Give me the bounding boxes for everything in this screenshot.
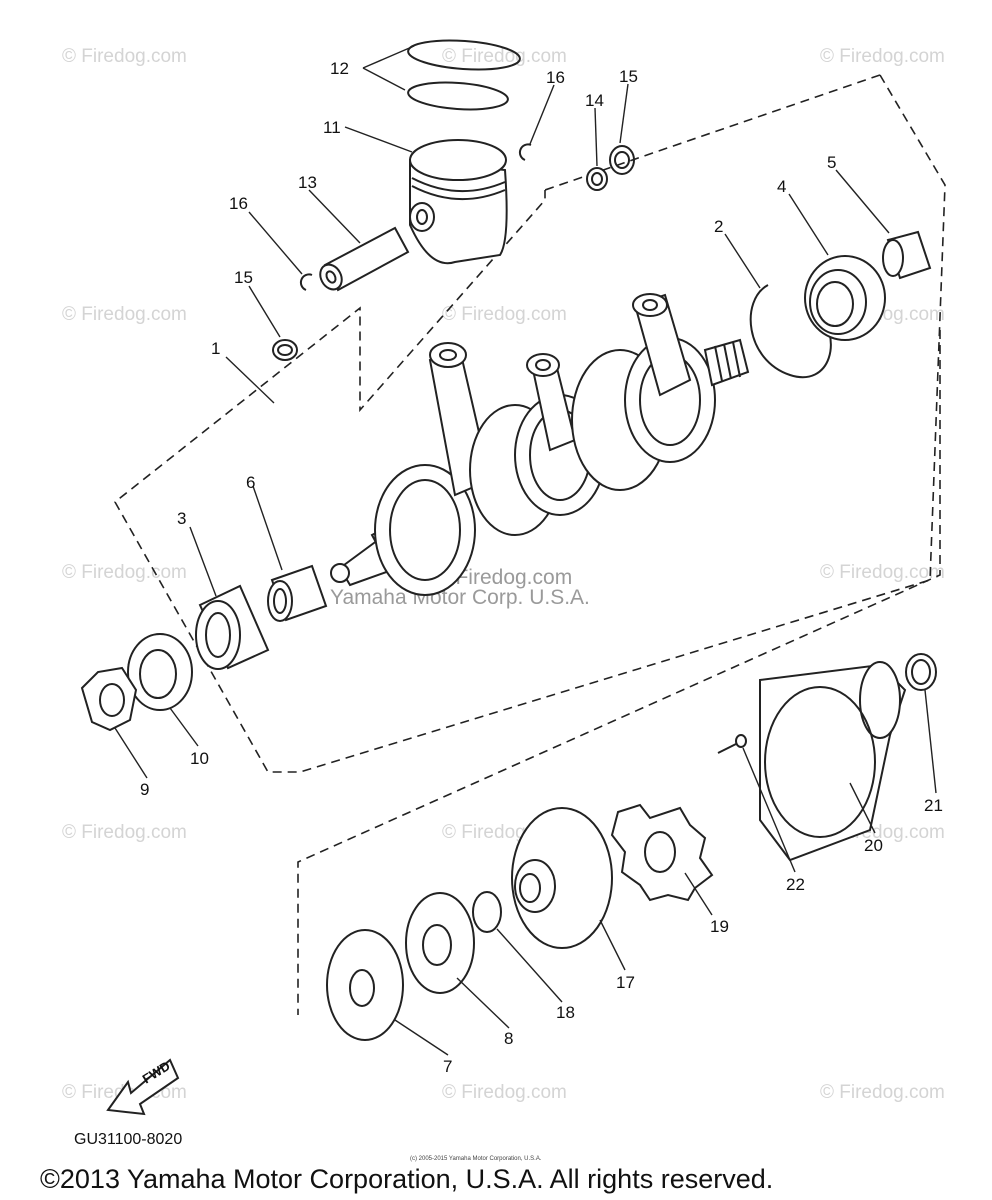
callout-2: 2 bbox=[714, 217, 723, 236]
callout-7: 7 bbox=[443, 1057, 452, 1076]
callout-16: 16 bbox=[229, 194, 248, 213]
crankshaft bbox=[330, 293, 750, 596]
watermark: © Firedog.com bbox=[820, 46, 945, 67]
assembly-outline-upper bbox=[113, 74, 946, 773]
callout-3: 3 bbox=[177, 509, 186, 528]
cover-plate bbox=[326, 929, 404, 1041]
watermark: © Firedog.com bbox=[442, 1082, 567, 1103]
callout-4: 4 bbox=[777, 177, 786, 196]
callout-15: 15 bbox=[619, 67, 638, 86]
diagram-code: GU31100-8020 bbox=[74, 1131, 182, 1148]
watermark-yamaha: Yamaha Motor Corp. U.S.A. bbox=[330, 586, 590, 609]
o-ring-lower bbox=[472, 891, 502, 933]
hub-bolt bbox=[717, 734, 747, 754]
leader-lines bbox=[114, 45, 937, 1056]
callout-5: 5 bbox=[827, 153, 836, 172]
watermark: © Firedog.com bbox=[442, 304, 567, 325]
callout-14: 14 bbox=[585, 91, 604, 110]
callout-labels: 12 11 16 15 14 13 16 15 1 2 4 5 6 3 9 10… bbox=[140, 59, 943, 1076]
watermark: © Firedog.com bbox=[820, 1082, 945, 1103]
watermark: © Firedog.com bbox=[62, 822, 187, 843]
watermark-layer: © Firedog.com © Firedog.com © Firedog.co… bbox=[62, 46, 945, 1103]
oil-seal bbox=[127, 633, 193, 711]
damper-rubber bbox=[610, 803, 714, 902]
o-ring-hub bbox=[905, 653, 937, 691]
callout-13: 13 bbox=[298, 173, 317, 192]
callout-6: 6 bbox=[246, 473, 255, 492]
watermark-center: ©Firedog.com bbox=[440, 566, 572, 589]
circlip-left bbox=[299, 273, 313, 291]
copyright-notice: ©2013 Yamaha Motor Corporation, U.S.A. A… bbox=[40, 1164, 773, 1194]
coupling-disk bbox=[405, 892, 475, 994]
small-end-bearing bbox=[586, 167, 608, 191]
piston-rings bbox=[407, 39, 521, 111]
piston-pin bbox=[319, 226, 410, 292]
callout-8: 8 bbox=[504, 1029, 513, 1048]
fwd-arrow-icon: FWD bbox=[106, 1058, 180, 1116]
callout-18: 18 bbox=[556, 1003, 575, 1022]
callout-20: 20 bbox=[864, 836, 883, 855]
callout-10: 10 bbox=[190, 749, 209, 768]
circlip-right bbox=[518, 143, 532, 161]
callout-17: 17 bbox=[616, 973, 635, 992]
front-bearing bbox=[195, 584, 270, 670]
lock-nut bbox=[80, 666, 138, 732]
front-collar bbox=[267, 564, 328, 622]
watermark: © Firedog.com bbox=[62, 562, 187, 583]
watermark: © Firedog.com bbox=[820, 562, 945, 583]
callout-19: 19 bbox=[710, 917, 729, 936]
washer-left bbox=[272, 339, 298, 361]
callout-11: 11 bbox=[323, 118, 341, 137]
rear-collar bbox=[882, 230, 932, 280]
callout-1: 1 bbox=[211, 339, 220, 358]
assembly-outline-lower bbox=[297, 330, 941, 1015]
washer-right bbox=[609, 145, 635, 175]
callout-9: 9 bbox=[140, 780, 149, 799]
callout-22: 22 bbox=[786, 875, 805, 894]
callout-12: 12 bbox=[330, 59, 349, 78]
rear-bearing bbox=[804, 255, 886, 341]
callout-16: 16 bbox=[546, 68, 565, 87]
watermark: © Firedog.com bbox=[442, 46, 567, 67]
piston bbox=[409, 139, 508, 265]
coupling-housing bbox=[511, 807, 613, 949]
watermark: © Firedog.com bbox=[62, 304, 187, 325]
watermark: © Firedog.com bbox=[62, 46, 187, 67]
coupling-hub bbox=[759, 661, 907, 862]
callout-21: 21 bbox=[924, 796, 943, 815]
callout-15: 15 bbox=[234, 268, 253, 287]
small-copyright: (c) 2005-2015 Yamaha Motor Corporation, … bbox=[410, 1156, 542, 1162]
crank-circlip bbox=[749, 284, 832, 379]
